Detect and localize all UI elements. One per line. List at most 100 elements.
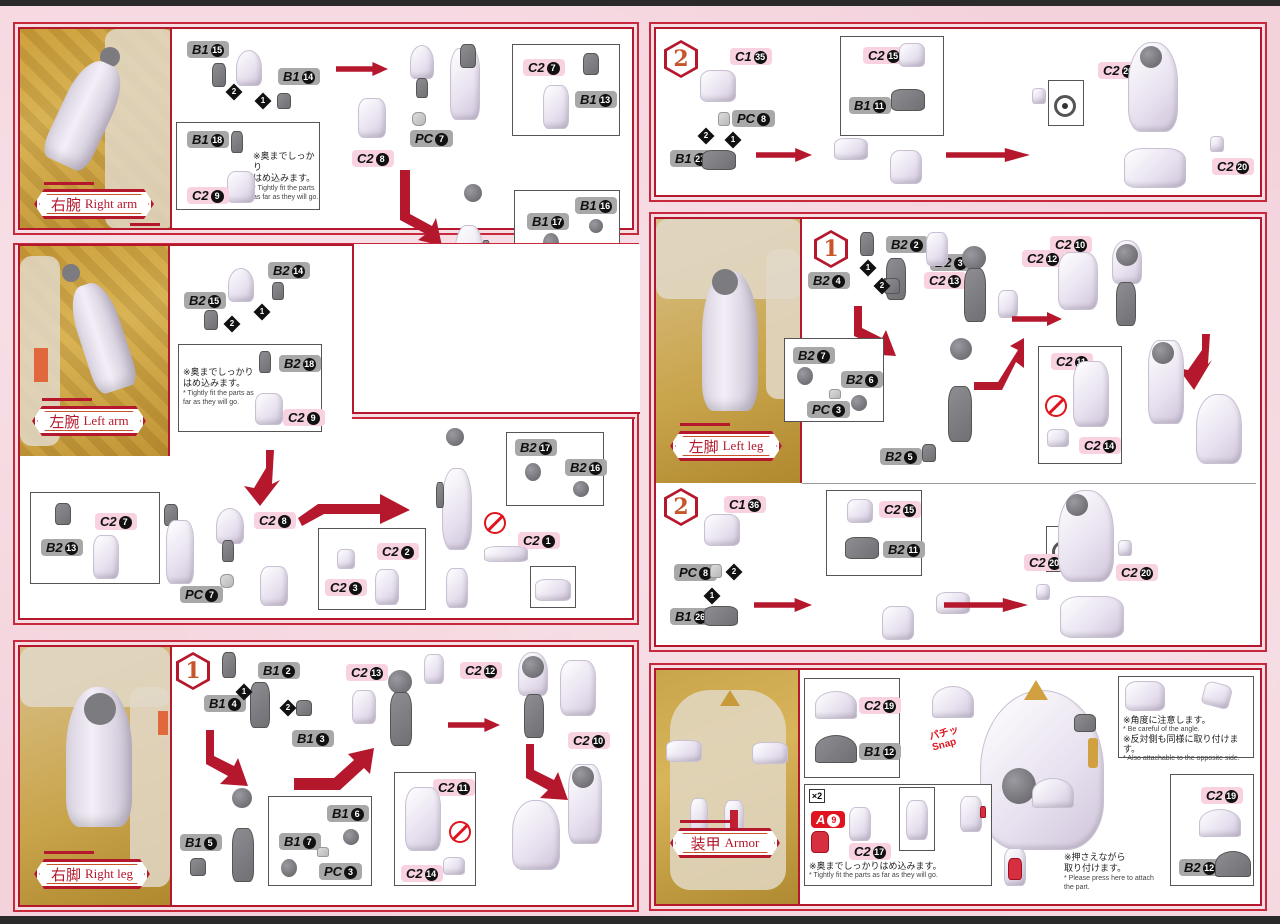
label-en: Armor bbox=[724, 835, 760, 850]
part-leg-joint bbox=[950, 338, 972, 360]
part-c2-9 bbox=[227, 171, 255, 203]
part-c2-8 bbox=[260, 566, 288, 606]
part-b2-16 bbox=[573, 481, 589, 497]
label-en: Right leg bbox=[85, 866, 134, 881]
part-frame bbox=[543, 85, 569, 129]
part-leg-joint bbox=[962, 246, 986, 270]
order-badge: 1 bbox=[253, 303, 271, 321]
part-cup-2 bbox=[216, 508, 244, 544]
part-leg-core bbox=[390, 692, 412, 746]
part-leg-joint bbox=[572, 766, 594, 788]
order-badge: 1 bbox=[859, 259, 877, 277]
part-plate bbox=[460, 44, 476, 68]
step-number-1: 1 bbox=[814, 230, 848, 268]
part-foot bbox=[1060, 596, 1124, 638]
armor-tube bbox=[1088, 738, 1098, 768]
order-badge: 1 bbox=[254, 92, 272, 110]
part-leg-joint bbox=[1066, 494, 1088, 516]
part-c2-20b bbox=[1210, 136, 1224, 152]
part-detail-armor bbox=[1125, 681, 1165, 711]
part-c2-19 bbox=[815, 691, 857, 719]
part-c2-9 bbox=[255, 393, 283, 425]
part-b1-18 bbox=[231, 131, 243, 153]
fit-note: ※奥までしっかりはめ込みます。 * Tightly fit the parts … bbox=[809, 861, 942, 879]
part-b2-15 bbox=[204, 310, 218, 330]
step-number-2: 2 bbox=[664, 40, 698, 78]
order-badge: 1 bbox=[235, 683, 253, 701]
part-b1-2 bbox=[222, 652, 236, 678]
part-b1-14 bbox=[277, 93, 291, 109]
part-b1-12 bbox=[815, 735, 857, 763]
part-pc-3 bbox=[317, 847, 329, 857]
order-badge: 2 bbox=[223, 315, 241, 333]
no-cut-icon bbox=[449, 821, 471, 843]
part-b1-16 bbox=[589, 219, 603, 233]
leg-figure bbox=[702, 271, 758, 411]
flow-arrow-down bbox=[526, 744, 568, 800]
part-leg-core bbox=[524, 694, 544, 738]
part-leg-final bbox=[1196, 394, 1242, 464]
label-jp: 装甲 bbox=[690, 834, 721, 853]
part-shaft bbox=[416, 78, 428, 98]
order-badge: 2 bbox=[873, 277, 891, 295]
part-c2-12 bbox=[424, 654, 444, 684]
part-c2-11 bbox=[405, 787, 441, 851]
fit-note: ※奥までしっかり はめ込みます。 * Tightly fit the parts… bbox=[183, 367, 254, 406]
fit-note: ※奥までしっかり はめ込みます。 * Tightly fit the parts… bbox=[253, 151, 319, 201]
part-hip-red bbox=[980, 806, 986, 818]
callout-detail bbox=[530, 566, 576, 608]
part-c2-1 bbox=[484, 546, 528, 562]
part-pc-8 bbox=[718, 112, 730, 126]
label-jp: 左腕 bbox=[49, 412, 80, 431]
part-c2-20b bbox=[1118, 540, 1132, 556]
arm-figure bbox=[64, 277, 140, 397]
order-badge: 2 bbox=[225, 83, 243, 101]
callout-snap-detail bbox=[1048, 80, 1084, 126]
callout-c2-17-detail bbox=[899, 787, 935, 851]
part-pc-8 bbox=[710, 564, 722, 578]
bottom-edge bbox=[0, 916, 1280, 924]
part-b2-12 bbox=[1215, 851, 1251, 877]
part-c2-2 bbox=[375, 569, 399, 605]
order-badge: 2 bbox=[279, 699, 297, 717]
part-hip-armor bbox=[960, 796, 982, 832]
part-leg-joint bbox=[1140, 46, 1162, 68]
part-hand bbox=[446, 568, 468, 608]
flow-arrow-right bbox=[298, 494, 410, 526]
part-c1-36 bbox=[704, 514, 740, 546]
part-b1-26 bbox=[704, 606, 738, 626]
part-cup-2 bbox=[410, 45, 434, 79]
part-c2-3 bbox=[337, 549, 355, 569]
part-leg-joint bbox=[522, 656, 544, 678]
flow-arrow-down bbox=[854, 306, 896, 356]
part-b1-15 bbox=[212, 63, 226, 87]
part-foot-front bbox=[834, 138, 868, 160]
